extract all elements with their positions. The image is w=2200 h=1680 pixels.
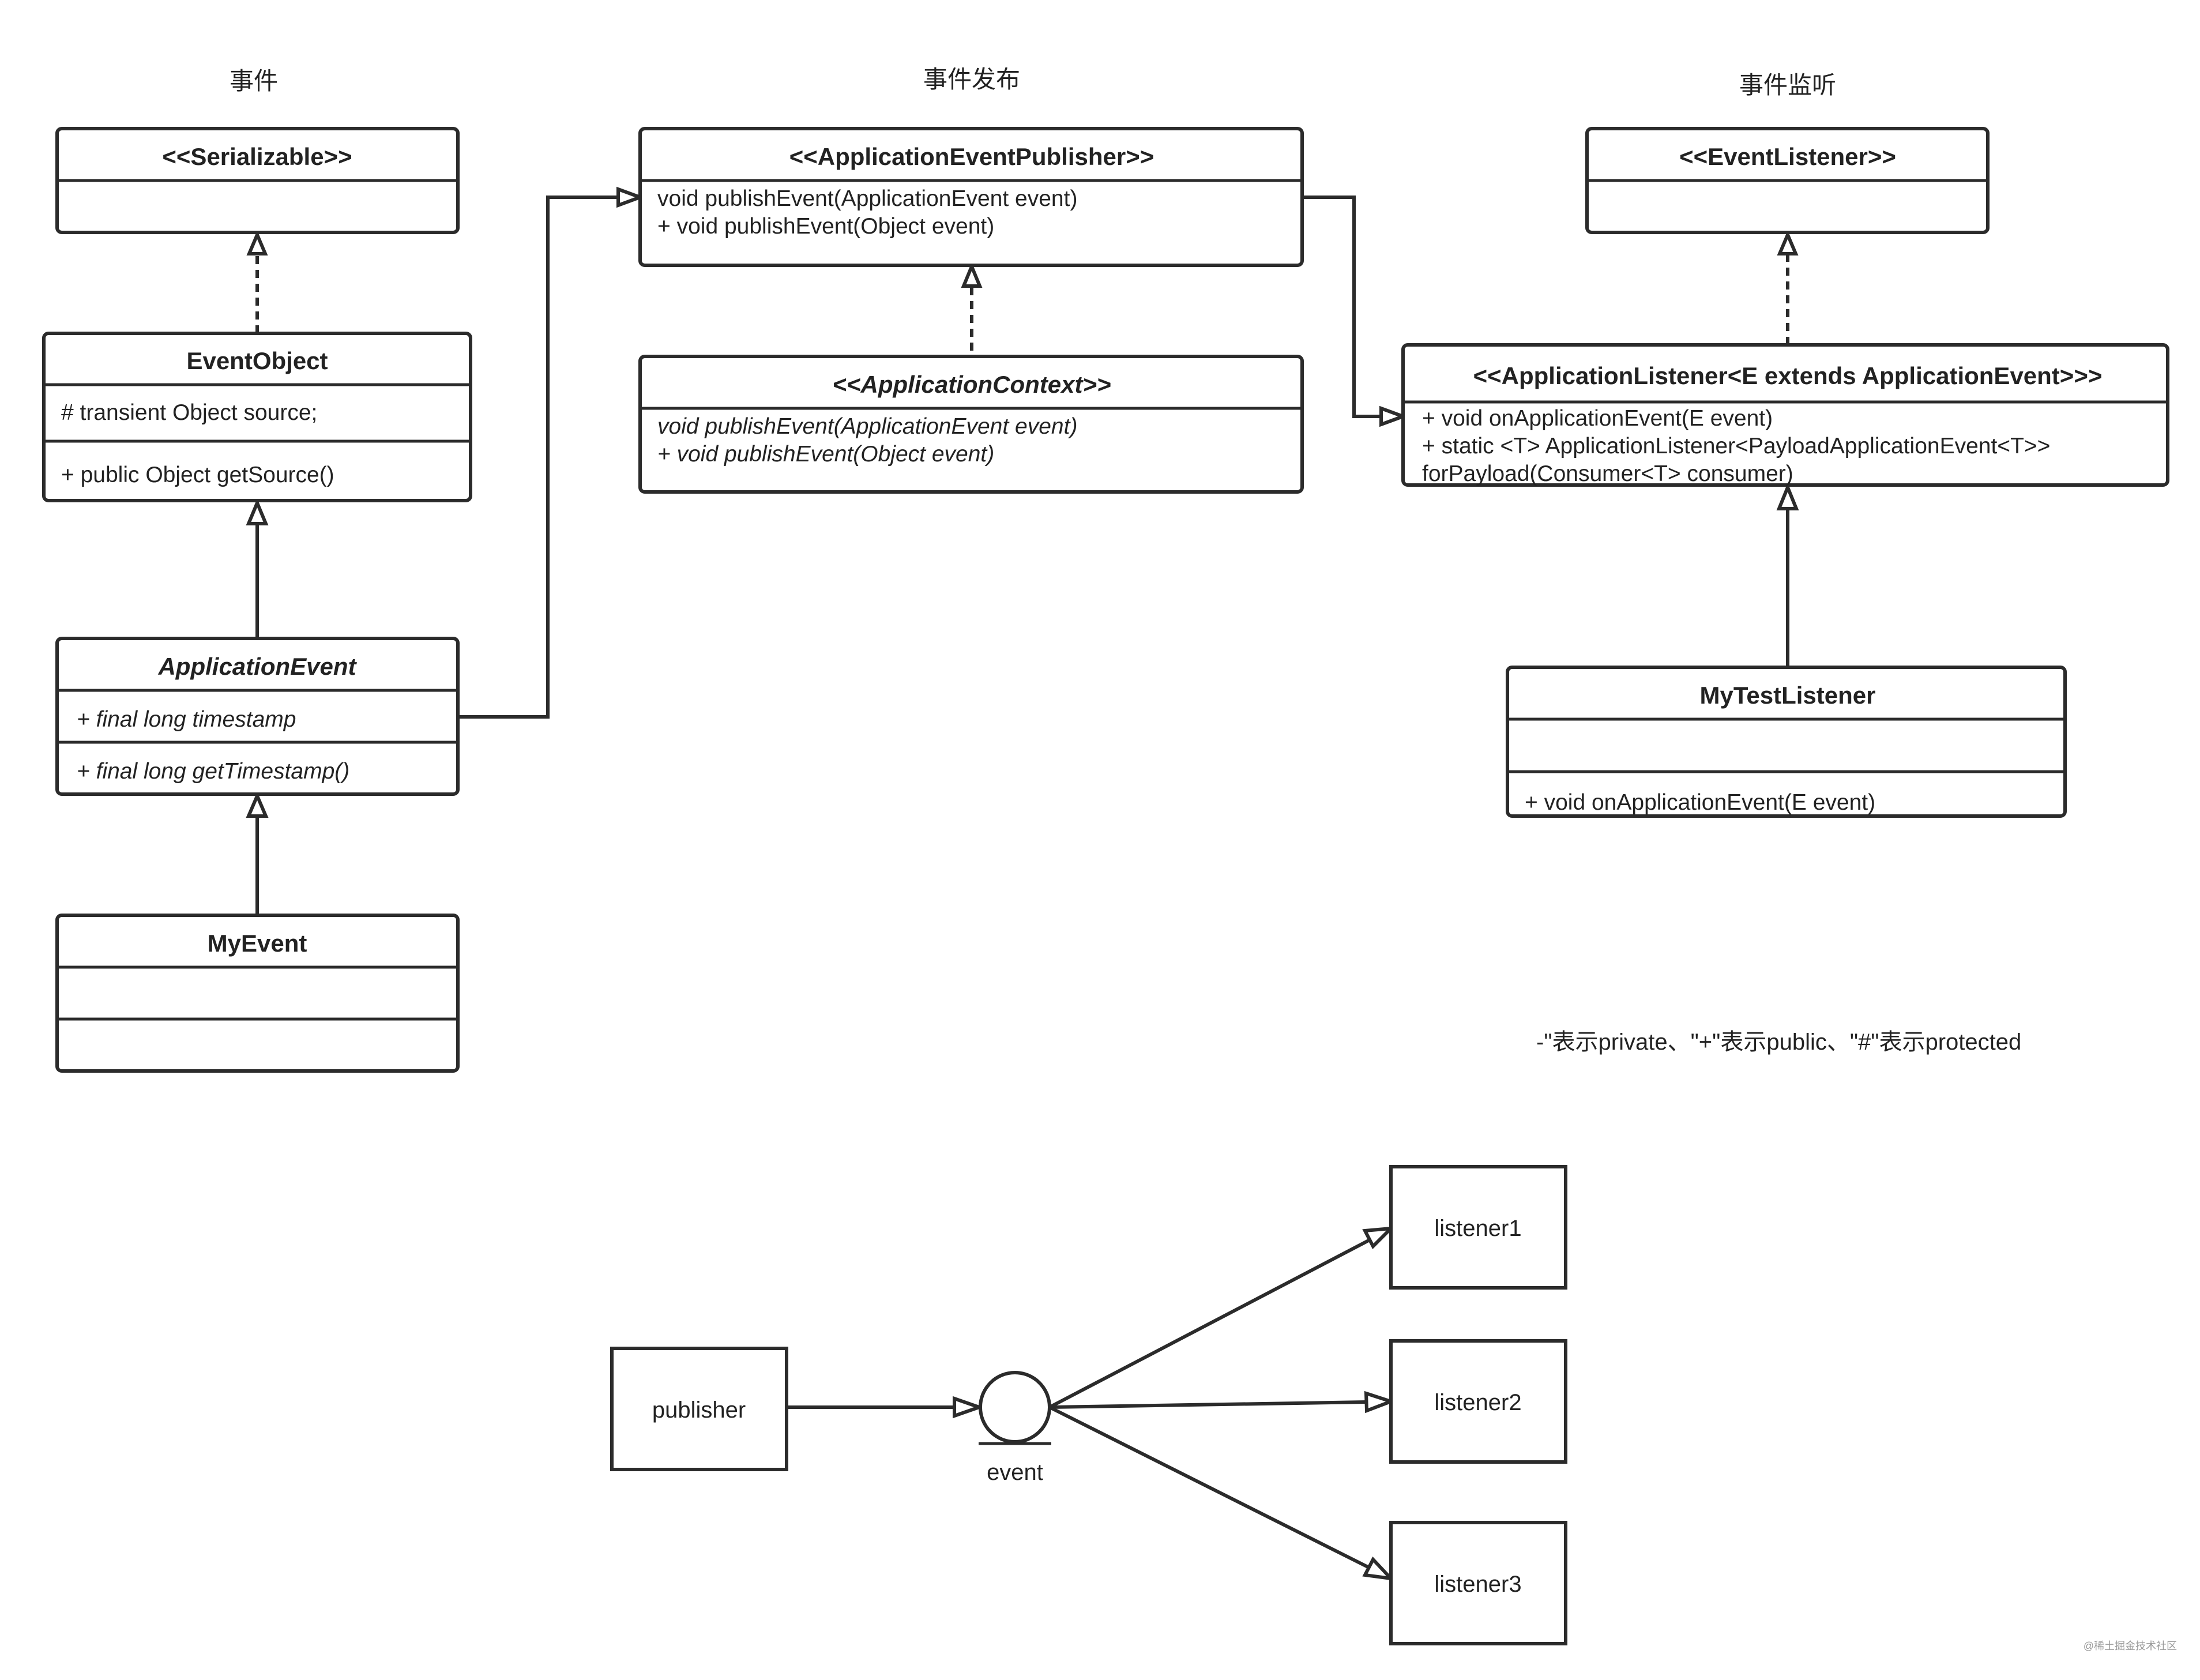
class-event-object[interactable]: EventObject # transient Object source; +… xyxy=(42,332,472,502)
class-event-object-attr: # transient Object source; xyxy=(61,400,317,425)
arrowhead-listener3 xyxy=(1362,1556,1396,1581)
class-application-event-publisher-method-2: + void publishEvent(Object event) xyxy=(657,214,994,239)
edge-event-to-listener2 xyxy=(1049,1400,1367,1409)
class-my-event-title: MyEvent xyxy=(208,930,307,957)
class-my-test-listener-method: + void onApplicationEvent(E event) xyxy=(1525,790,1875,815)
class-application-event-publisher-title: <<ApplicationEventPublisher>> xyxy=(789,143,1154,170)
class-my-test-listener-title: MyTestListener xyxy=(1700,682,1876,709)
class-event-listener[interactable]: <<EventListener>> xyxy=(1585,127,1990,234)
generalization-arrowhead-eventobject xyxy=(246,498,269,525)
flow-event-node[interactable]: event xyxy=(979,1371,1051,1485)
class-my-event[interactable]: MyEvent xyxy=(55,914,460,1073)
class-application-event-attr: + final long timestamp xyxy=(77,707,296,732)
class-application-event-publisher-method-1: void publishEvent(ApplicationEvent event… xyxy=(657,186,1077,211)
class-event-listener-title: <<EventListener>> xyxy=(1679,143,1896,170)
class-application-listener-method-3: forPayload(Consumer<T> consumer) xyxy=(1422,461,1793,486)
edge-publisher-to-applicationlistener xyxy=(1302,196,1381,418)
class-serializable[interactable]: <<Serializable>> xyxy=(55,127,460,234)
class-event-object-title: EventObject xyxy=(186,347,328,374)
class-application-event-method: + final long getTimestamp() xyxy=(77,759,349,784)
flow-listener2-box[interactable]: listener2 xyxy=(1389,1339,1567,1464)
realization-arrowhead-serializable xyxy=(246,230,268,255)
arrowhead-listener2 xyxy=(1364,1390,1397,1414)
arrowhead-listener1 xyxy=(1362,1226,1396,1250)
flow-listener3-label: listener3 xyxy=(1434,1572,1521,1597)
visibility-legend-note: -"表示private、"+"表示public、"#"表示protected xyxy=(1536,1029,2021,1055)
class-application-context[interactable]: <<ApplicationContext>> void publishEvent… xyxy=(638,355,1304,494)
class-application-event[interactable]: ApplicationEvent + final long timestamp … xyxy=(55,637,460,796)
arrowhead-event xyxy=(953,1396,985,1419)
class-application-listener-method-2: + static <T> ApplicationListener<Payload… xyxy=(1422,434,2050,458)
arrowhead-applicationlistener xyxy=(1379,405,1408,427)
flow-publisher-label: publisher xyxy=(652,1397,746,1423)
edge-event-to-listener3 xyxy=(1048,1405,1370,1569)
header-event: 事件 xyxy=(230,67,278,95)
flow-event-label: event xyxy=(987,1460,1043,1485)
class-serializable-title: <<Serializable>> xyxy=(162,143,352,170)
generalization-arrowhead-applicationevent xyxy=(246,791,269,818)
class-application-context-method-1: void publishEvent(ApplicationEvent event… xyxy=(657,414,1077,439)
class-application-context-title: <<ApplicationContext>> xyxy=(832,371,1111,398)
flow-listener3-box[interactable]: listener3 xyxy=(1389,1521,1567,1645)
watermark: @稀土掘金技术社区 xyxy=(2084,1640,2177,1652)
class-application-listener[interactable]: <<ApplicationListener<E extends Applicat… xyxy=(1401,343,2169,487)
generalization-arrowhead-applicationlistener xyxy=(1776,483,1799,510)
class-my-test-listener[interactable]: MyTestListener + void onApplicationEvent… xyxy=(1506,666,2067,818)
flow-listener1-box[interactable]: listener1 xyxy=(1389,1165,1567,1290)
realization-arrowhead-publisher xyxy=(961,262,983,288)
class-application-event-title: ApplicationEvent xyxy=(157,653,357,680)
arrowhead-publisher xyxy=(616,186,645,208)
flow-listener2-label: listener2 xyxy=(1434,1390,1521,1415)
class-application-context-method-2: + void publishEvent(Object event) xyxy=(657,442,994,467)
realization-arrowhead-eventlistener xyxy=(1777,230,1799,255)
class-application-event-publisher[interactable]: <<ApplicationEventPublisher>> void publi… xyxy=(638,127,1304,267)
class-event-object-method: + public Object getSource() xyxy=(61,463,334,487)
edge-event-to-listener1 xyxy=(1048,1238,1371,1409)
header-event-publish: 事件发布 xyxy=(923,66,1020,93)
flow-listener1-label: listener1 xyxy=(1434,1216,1521,1241)
edge-applicationevent-to-publisher xyxy=(458,196,618,719)
header-event-listen: 事件监听 xyxy=(1739,72,1836,99)
class-application-listener-title: <<ApplicationListener<E extends Applicat… xyxy=(1473,362,2103,389)
flow-publisher-box[interactable]: publisher xyxy=(610,1347,788,1471)
class-application-listener-method-1: + void onApplicationEvent(E event) xyxy=(1422,406,1773,431)
